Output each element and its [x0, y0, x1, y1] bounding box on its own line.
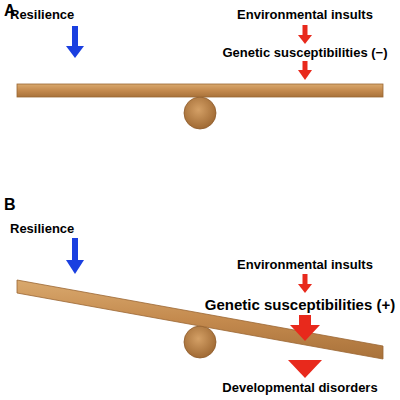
insult-label: Environmental insults [215, 8, 395, 22]
susceptibility-arrow [303, 61, 308, 71]
susceptibility-label: Genetic susceptibilities (+) [200, 297, 400, 314]
susceptibility-label: Genetic susceptibilities (−) [215, 46, 395, 60]
panel-a [17, 25, 383, 129]
seesaw-plank [17, 280, 383, 359]
resilience-arrowhead [66, 260, 84, 274]
resilience-arrowhead [66, 46, 84, 58]
resilience-label: Resilience [10, 8, 130, 22]
resilience-arrow [72, 26, 78, 48]
fulcrum [184, 97, 216, 129]
insult-arrowhead [298, 284, 312, 293]
susceptibility-arrow [299, 315, 311, 326]
fulcrum [184, 326, 216, 358]
insult-arrow [303, 274, 308, 285]
insult-arrowhead [298, 35, 312, 44]
seesaw-plank [17, 84, 383, 97]
outcome-arrowhead [288, 360, 322, 378]
outcome-label: Developmental disorders [205, 381, 395, 395]
resilience-arrow [72, 238, 78, 262]
susceptibility-arrowhead [290, 325, 320, 341]
insult-arrow [303, 25, 308, 36]
insult-label: Environmental insults [215, 258, 395, 272]
panel-letter: B [4, 196, 34, 214]
susceptibility-arrowhead [298, 70, 312, 80]
resilience-label: Resilience [10, 222, 130, 236]
